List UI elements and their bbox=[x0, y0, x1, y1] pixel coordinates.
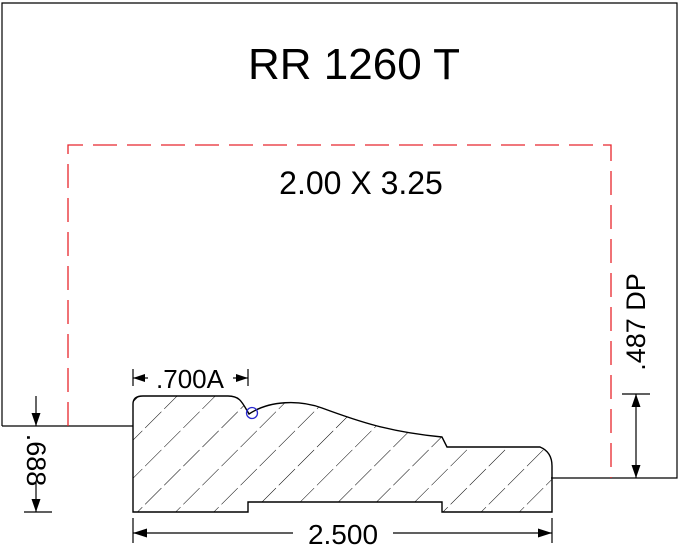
left-height-label: .688 bbox=[21, 434, 51, 487]
stock-outline bbox=[1, 2, 678, 479]
depth-label: .487 DP bbox=[621, 273, 651, 371]
depth-dimension: .487 DP bbox=[621, 273, 651, 478]
molding-profile bbox=[132, 395, 553, 513]
center-marker bbox=[245, 406, 259, 420]
blank-size-label: 2.00 X 3.25 bbox=[279, 165, 443, 201]
width-dimension: 2.500 bbox=[132, 518, 553, 550]
offset-label: .700A bbox=[156, 364, 225, 394]
part-title: RR 1260 T bbox=[248, 40, 460, 89]
left-height-dimension: .688 bbox=[21, 396, 52, 513]
blank-outline bbox=[67, 144, 612, 478]
offset-dimension: .700A bbox=[132, 364, 249, 394]
width-label: 2.500 bbox=[308, 519, 378, 550]
